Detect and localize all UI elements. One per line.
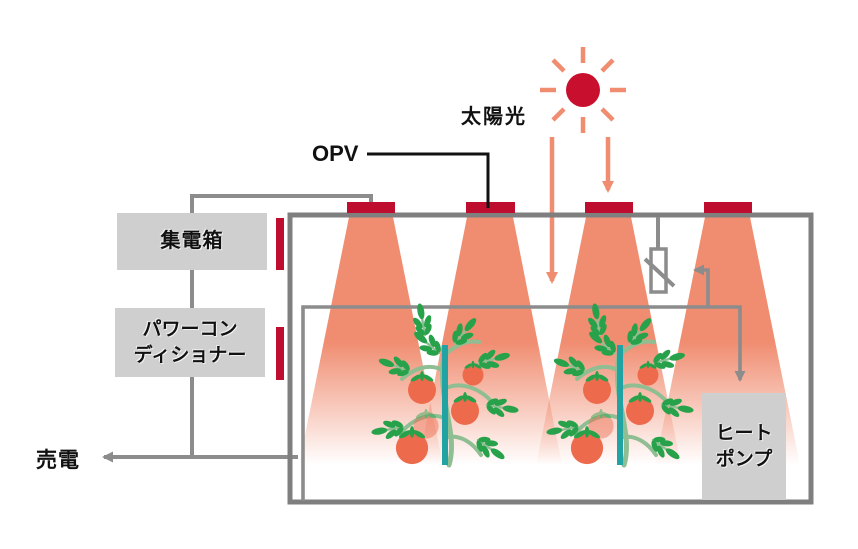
control-line-heat-pump [301, 305, 746, 501]
collector-box: 集電箱 [117, 213, 267, 270]
power-conditioner-box: パワーコン ディショナー [115, 308, 265, 377]
roof-opv-panels [347, 202, 752, 213]
opv-callout-line [367, 152, 490, 208]
opv-panel [466, 202, 515, 213]
greenhouse-frame [287, 212, 814, 505]
opv-label: OPV [312, 141, 359, 166]
opv-panel [276, 327, 284, 380]
control-line-sensor [693, 264, 710, 307]
panel-to-collector-line [190, 194, 373, 215]
sun-rays [540, 47, 626, 133]
opv-panel [347, 202, 395, 213]
opv-panel [704, 202, 752, 213]
opv-panel [276, 218, 284, 270]
power-conditioner-label-line2: ディショナー [133, 344, 247, 366]
heat-pump-label-line2: ポンプ [715, 448, 773, 470]
light-cone [299, 217, 443, 465]
heat-pump-label-line1: ヒート [715, 422, 773, 444]
sell-electricity-label: 売電 [36, 449, 80, 472]
opv-panel [585, 202, 633, 213]
sun-icon [540, 47, 626, 133]
power-conditioner-label-line1: パワーコン [142, 318, 238, 340]
collector-box-label: 集電箱 [160, 230, 224, 252]
light-cone [418, 217, 562, 465]
sunlight-label: 太陽光 [461, 106, 527, 128]
temperature-sensor-icon [643, 217, 676, 294]
wall-opv-panels [276, 218, 284, 380]
heat-pump-box: ヒート ポンプ [702, 393, 786, 500]
